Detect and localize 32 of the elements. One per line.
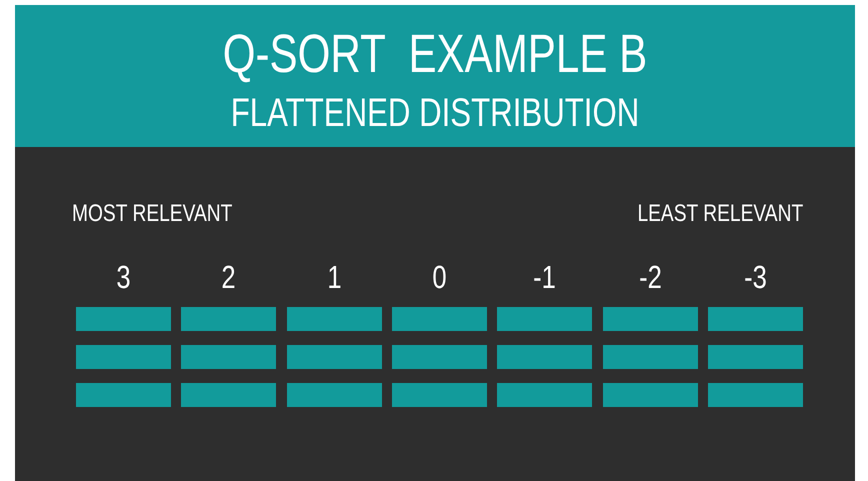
sort-slot xyxy=(181,307,276,331)
subtitle: FLATTENED DISTRIBUTION xyxy=(230,93,640,133)
sort-slot xyxy=(76,345,171,369)
sort-slot xyxy=(181,383,276,407)
sort-slot xyxy=(602,345,698,369)
sort-slot xyxy=(708,307,803,331)
column-score-label: -1 xyxy=(532,261,558,293)
column-score-label: 2 xyxy=(220,261,237,293)
sort-slot xyxy=(497,345,592,369)
sort-slot xyxy=(708,383,803,407)
sort-slot xyxy=(497,383,592,407)
column-score-label: -3 xyxy=(742,261,768,293)
sort-slot xyxy=(602,383,698,407)
column-score-label: 3 xyxy=(115,261,132,293)
sort-slot xyxy=(76,383,171,407)
axis-end-label: MOST RELEVANT xyxy=(72,202,232,226)
sort-slot xyxy=(181,345,276,369)
sort-slot xyxy=(392,383,487,407)
sort-slot xyxy=(392,307,487,331)
sort-slot xyxy=(76,307,171,331)
column-score-label: 1 xyxy=(326,261,342,293)
sort-slot xyxy=(286,345,382,369)
sort-slot xyxy=(286,307,382,331)
axis-end-label: LEAST RELEVANT xyxy=(637,202,803,226)
sort-slot xyxy=(392,345,487,369)
sort-slot xyxy=(286,383,382,407)
column-score-label: -2 xyxy=(638,261,662,293)
sort-slot xyxy=(497,307,592,331)
sort-slot xyxy=(708,345,803,369)
sort-slot xyxy=(602,307,698,331)
column-score-label: 0 xyxy=(431,261,448,293)
title: Q-SORT EXAMPLE B xyxy=(222,27,648,81)
